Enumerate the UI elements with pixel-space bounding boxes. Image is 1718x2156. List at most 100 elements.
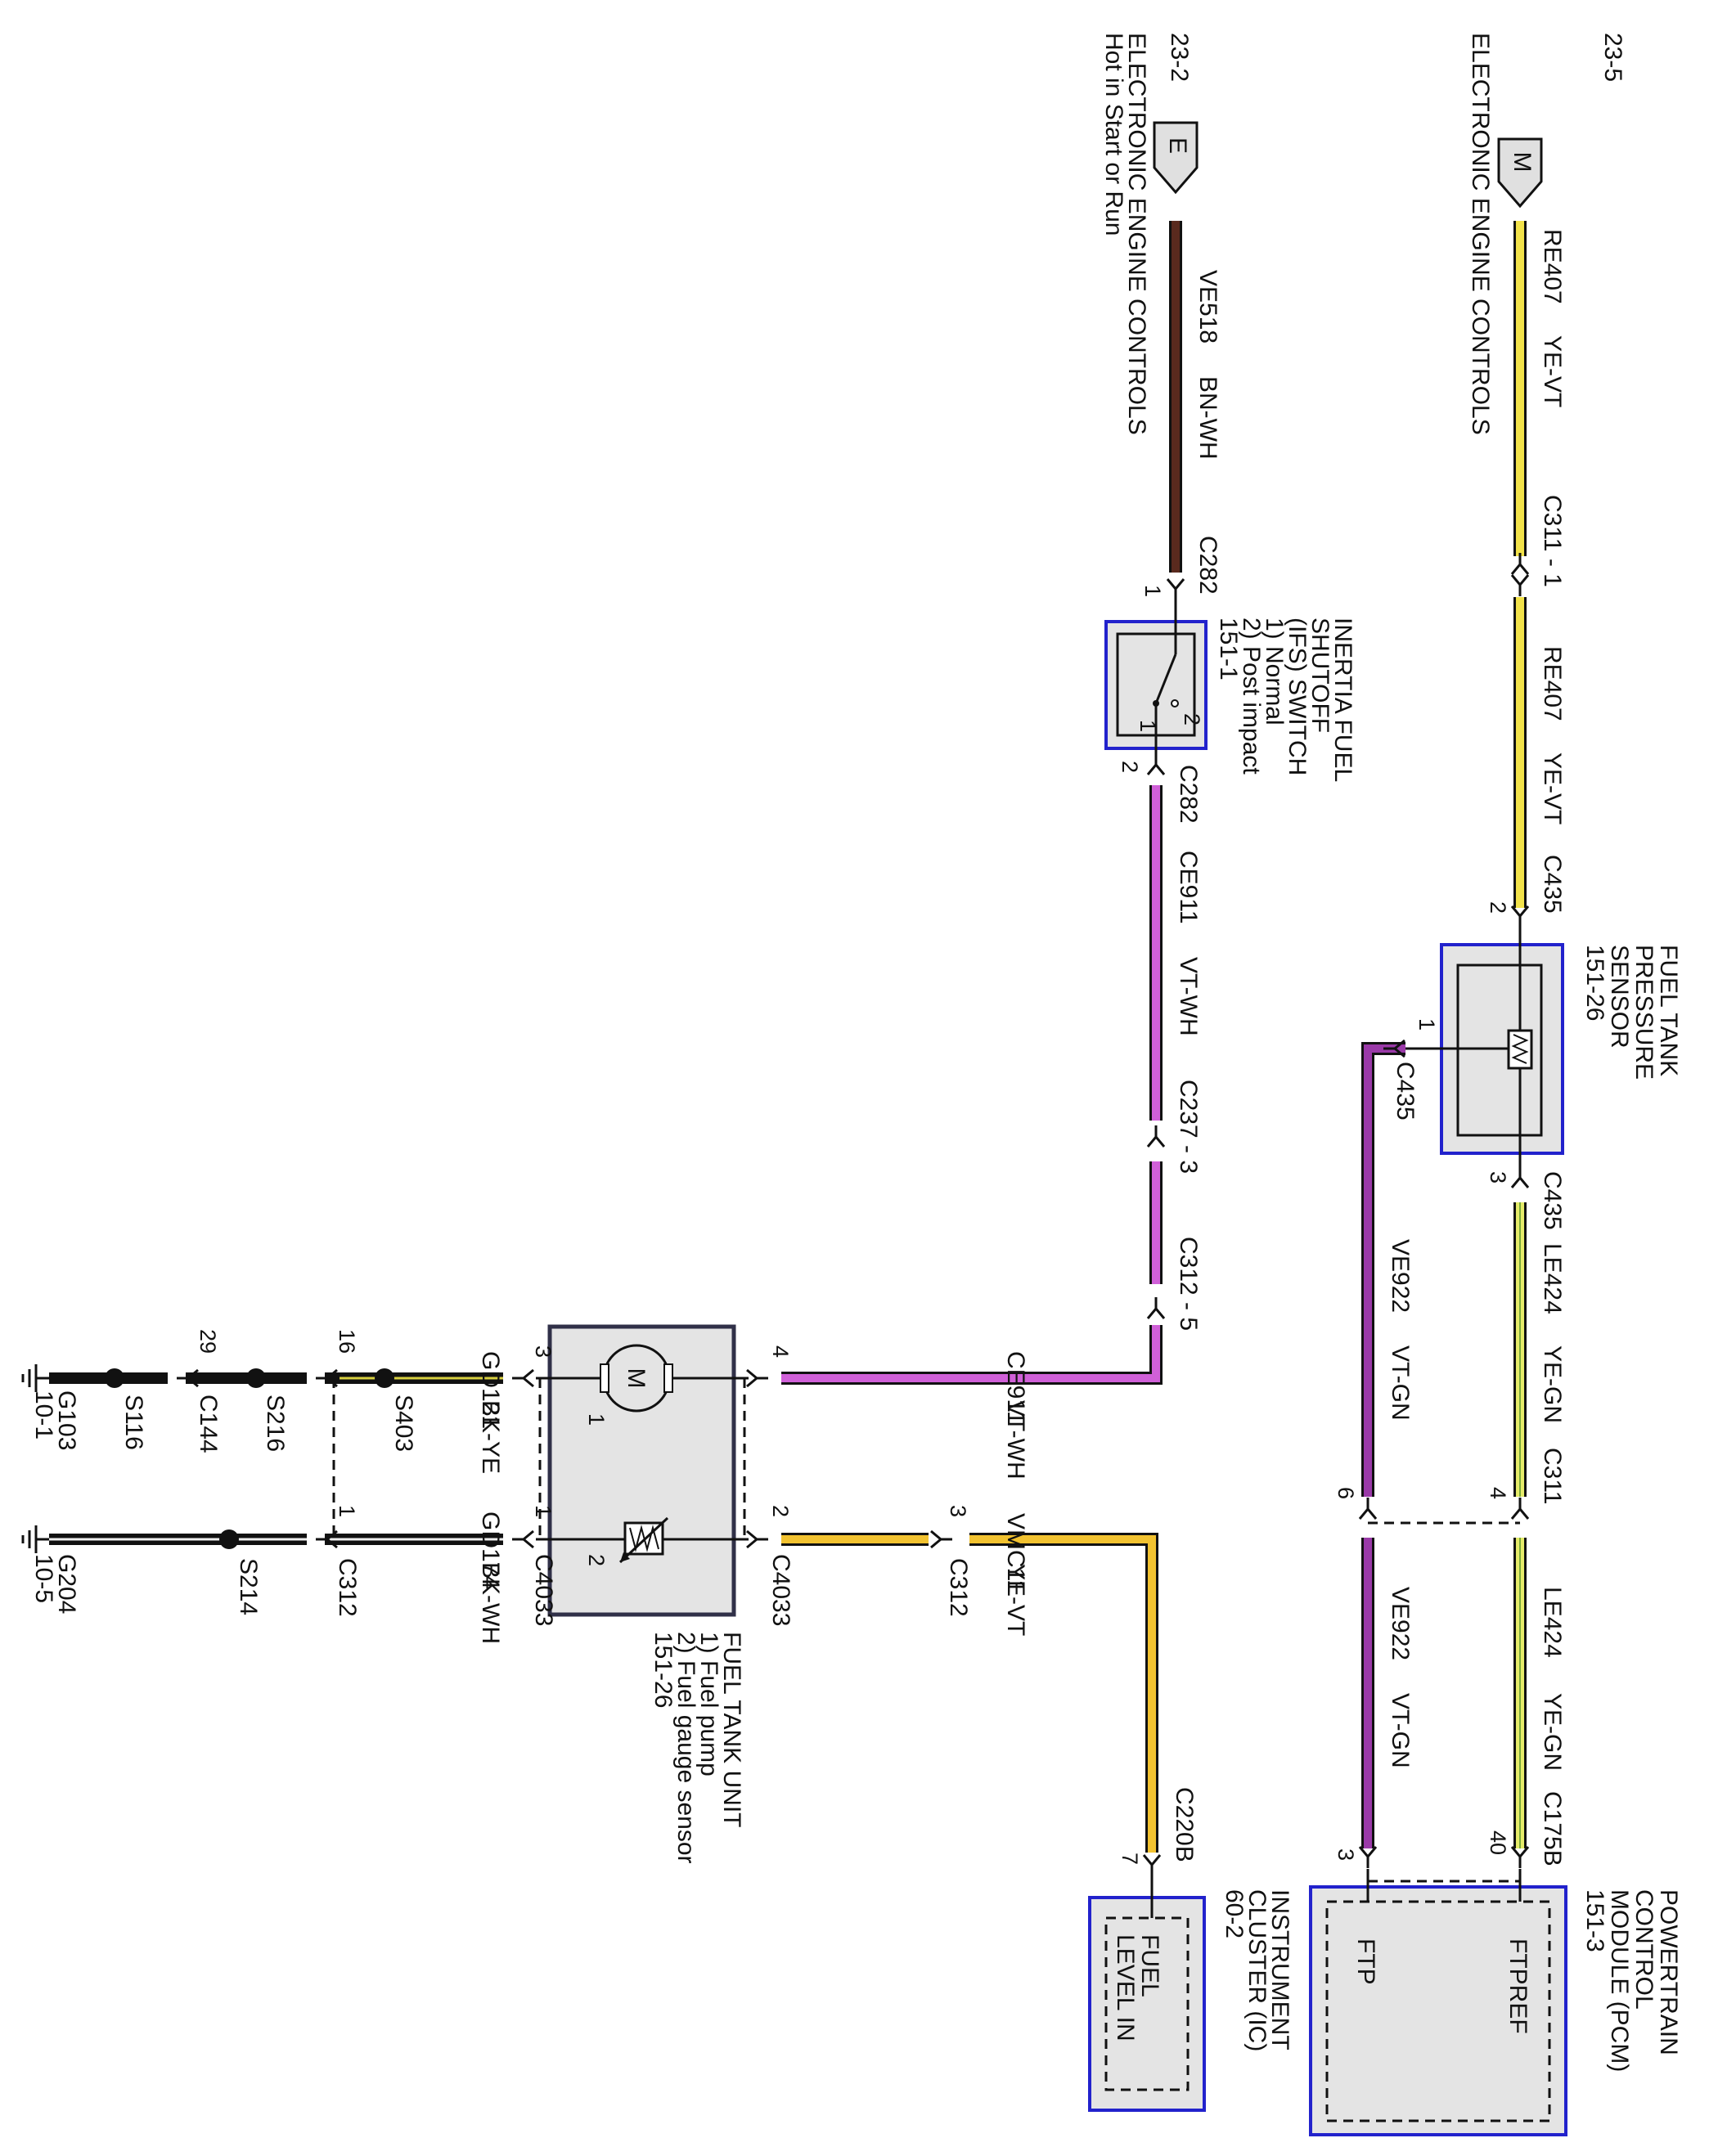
pin-c4033-4: 4: [768, 1345, 793, 1358]
ref-e-sub: Hot in Start or Run: [1100, 33, 1127, 236]
powertrain-control-module[interactable]: FTPREF FTP: [1309, 1869, 1567, 2136]
label-c312-vmc: C312: [945, 1558, 972, 1617]
pin-c4033-2: 2: [768, 1505, 793, 1517]
label-gd121-circuit: GD121: [477, 1351, 504, 1429]
ref-tag-e-letter: E: [1164, 137, 1191, 154]
label-ce911-vertical-circuit: CE911: [1175, 851, 1202, 924]
splice-s116: [105, 1368, 124, 1388]
label-ce911-vertical-color: VT-WH: [1175, 957, 1202, 1036]
ifs-line-1: INERTIA FUEL: [1329, 618, 1356, 782]
label-re407-lower-color: YE-VT: [1539, 752, 1566, 824]
label-c435-bottom: C435: [1539, 1171, 1566, 1230]
ref-e-number: 23-2: [1166, 33, 1193, 82]
pin-c282-1: 1: [1140, 585, 1165, 597]
pin-c311-6: 6: [1333, 1487, 1358, 1499]
ifs-line-5: 2) Post impact: [1238, 618, 1265, 775]
label-gd174-color: BK-WH: [477, 1562, 504, 1644]
instrument-cluster[interactable]: FUEL LEVEL IN: [1088, 1875, 1206, 2112]
wire-ce911-c: [781, 1325, 1163, 1385]
label-vmc11-color: YE-VT: [1002, 1564, 1029, 1636]
ifs-line-4: 1) Normal: [1261, 618, 1288, 725]
fork-c220b-7: [1142, 1853, 1162, 1878]
fork-c311-6: [1358, 1496, 1378, 1520]
ic-line-2: CLUSTER (IC): [1244, 1889, 1271, 2051]
label-c4033-right: C4033: [767, 1554, 794, 1626]
pin-c312-16: 16: [335, 1329, 359, 1354]
ground-g204-symbol: [21, 1525, 49, 1553]
fork-c311-4: [1510, 1496, 1530, 1520]
fuel-gauge-sub-2: 2: [584, 1554, 609, 1566]
label-le424-lower-circuit: LE424: [1539, 1587, 1566, 1658]
ftps-line-3: SENSOR: [1606, 945, 1633, 1049]
ftu-line-4: 151-26: [650, 1632, 677, 1708]
fork-c175b-40: [1510, 1845, 1530, 1870]
fork-c312-3: [929, 1529, 954, 1549]
label-g204-name: G204: [53, 1554, 80, 1614]
ref-tag-m[interactable]: M: [1497, 137, 1543, 209]
ic-line-3: 60-2: [1221, 1889, 1248, 1938]
label-ce911-horizontal-circuit: CE911: [1002, 1351, 1029, 1425]
label-g103-ref: 10-1: [30, 1390, 57, 1440]
ifs-line-3: (IFS) SWITCH: [1284, 618, 1311, 775]
label-s214: S214: [235, 1558, 262, 1615]
fuel-tank-pressure-sensor[interactable]: [1405, 924, 1564, 1170]
switch-pos-1: 1: [1136, 720, 1160, 732]
ftps-line-2: PRESSURE: [1630, 945, 1657, 1080]
ref-e-title: ELECTRONIC ENGINE CONTROLS: [1123, 33, 1150, 435]
label-c312-left: C312: [334, 1558, 361, 1617]
ref-tag-m-letter: M: [1509, 152, 1536, 173]
label-c237-3: C237 - 3: [1175, 1080, 1202, 1174]
fork-c237-3: [1146, 1124, 1166, 1148]
label-gd121-color: BK-YE: [477, 1400, 504, 1474]
pcm-line-4: 151-3: [1581, 1889, 1608, 1952]
ftu-line-2: 1) Fuel pump: [695, 1632, 722, 1776]
label-le424-upper-circuit: LE424: [1539, 1243, 1566, 1314]
pin-c144-29: 29: [196, 1329, 220, 1354]
label-c435-mid: C435: [1392, 1062, 1419, 1121]
label-c4033-left: C4033: [530, 1554, 557, 1626]
label-ve922-lower-color: VT-GN: [1387, 1693, 1414, 1768]
pin-c435-1: 1: [1414, 1018, 1439, 1031]
label-s116: S116: [120, 1395, 147, 1450]
fork-c175b-3: [1358, 1845, 1378, 1870]
fork-c282-1: [1166, 577, 1185, 602]
pcm-pin-ftpref: FTPREF: [1504, 1938, 1531, 2034]
pcm-line-2: CONTROL: [1630, 1889, 1657, 2010]
inertia-fuel-shutoff-switch[interactable]: 2 1: [1104, 599, 1208, 757]
label-re407-lower-circuit: RE407: [1539, 646, 1566, 721]
pin-c220b-7: 7: [1118, 1853, 1142, 1865]
ref-tag-e[interactable]: E: [1153, 121, 1199, 195]
label-g103-name: G103: [53, 1390, 80, 1450]
pcm-line-3: MODULE (PCM): [1606, 1889, 1633, 2072]
splice-s214: [219, 1529, 239, 1549]
ftps-line-4: 151-26: [1581, 945, 1608, 1021]
pin-c312-1: 1: [335, 1505, 359, 1517]
label-vmc11-circuit: VMC11: [1002, 1513, 1029, 1593]
ic-pin-level-in: LEVEL IN: [1112, 1934, 1139, 2041]
pin-c4033-1: 1: [531, 1505, 555, 1517]
pin-c175b-3: 3: [1333, 1848, 1358, 1861]
fork-c311-1-b: [1510, 573, 1530, 598]
label-re407-upper-color: YE-VT: [1539, 335, 1566, 407]
switch-blade-icon: [1154, 654, 1177, 704]
pin-c175b-40: 40: [1486, 1830, 1510, 1855]
label-c175b: C175B: [1539, 1791, 1566, 1866]
label-s216: S216: [262, 1395, 289, 1452]
pin-c435-2: 2: [1486, 901, 1510, 914]
splice-s403: [375, 1368, 394, 1388]
pin-c312-3: 3: [946, 1505, 970, 1517]
ifs-line-6: 151-1: [1215, 618, 1242, 680]
ftps-line-1: FUEL TANK: [1655, 945, 1682, 1076]
label-ve922-upper-circuit: VE922: [1387, 1239, 1414, 1313]
switch-pos-2: 2: [1180, 713, 1204, 725]
ic-pin-fuel: FUEL: [1136, 1934, 1163, 1997]
pin-c282-2: 2: [1118, 761, 1142, 773]
label-gd174-circuit: GD174: [477, 1511, 504, 1589]
label-c311-right: C311: [1539, 1448, 1566, 1505]
fuel-tank-unit[interactable]: M 1 2: [536, 1324, 749, 1617]
label-ce911-horizontal-color: VT-WH: [1002, 1400, 1029, 1480]
label-c435-top: C435: [1539, 855, 1566, 914]
ref-m-number: 23-5: [1599, 33, 1626, 82]
label-ve518-circuit: VE518: [1194, 270, 1221, 344]
